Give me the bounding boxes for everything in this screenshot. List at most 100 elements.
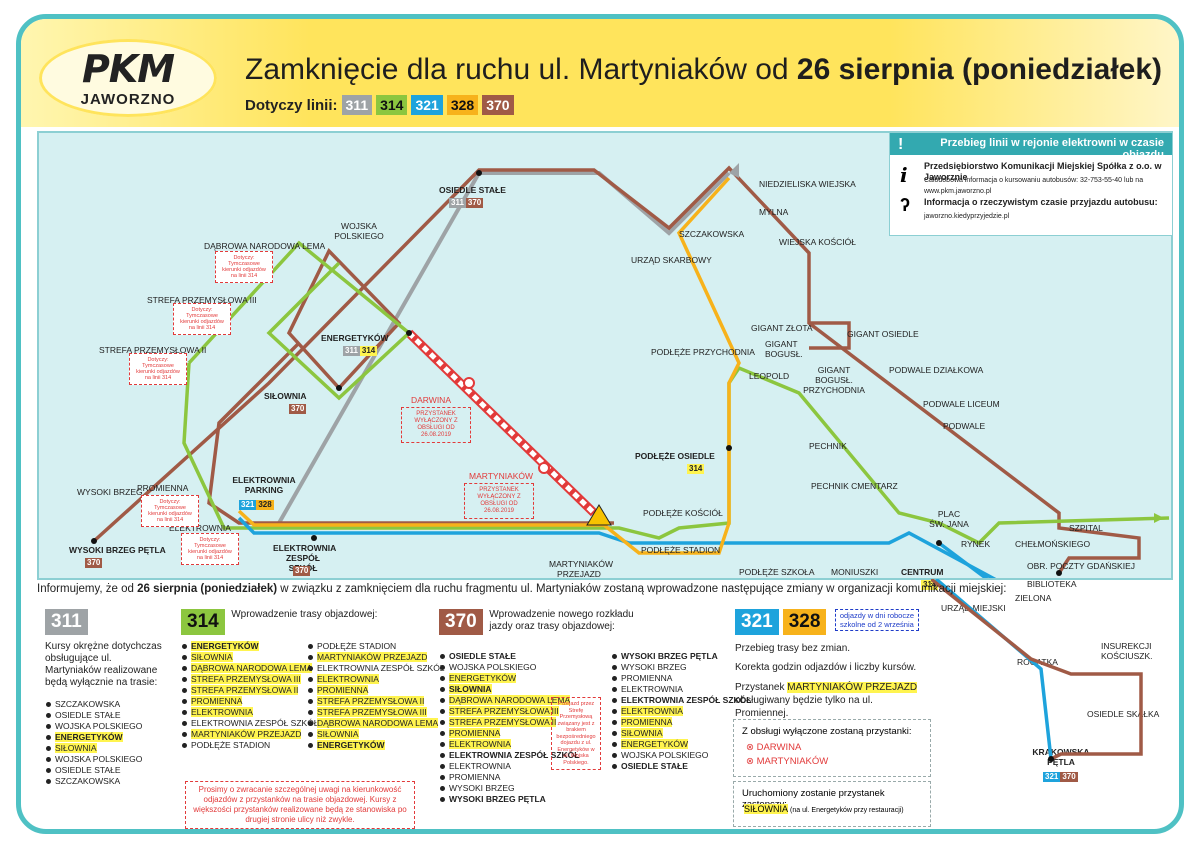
line-badge-321: 321 <box>411 95 443 115</box>
replacement-note: (na ul. Energetyków przy restauracji) <box>790 807 904 814</box>
header-banner: PKM JAWORZNO Zamknięcie dla ruchu ul. Ma… <box>21 19 1179 127</box>
text-311: Kursy okrężne dotychczas obsługujące ul.… <box>45 641 162 688</box>
temp-note-2: Dotyczy: Tymczasowe kierunki odjazdów na… <box>173 303 231 335</box>
warning-314: Prosimy o zwracanie szczególnej uwagi na… <box>185 781 415 829</box>
stop-wysoki-brzeg: WYSOKI BRZEG <box>77 487 143 497</box>
stop-strefa-ii: STREFA PRZEMYSŁOWA II <box>99 345 207 355</box>
temp-note-5: Dotyczy: Tymczasowe kierunki odjazdów na… <box>181 533 239 565</box>
arrow-right-icon <box>1154 513 1164 523</box>
route-map: Przebieg linii w rejonie elektrowni w cz… <box>37 131 1173 603</box>
stop-szpital: SZPITAL <box>1069 523 1103 533</box>
exclamation-icon: ! <box>898 136 904 153</box>
stop-moniuszki: MONIUSZKI <box>831 567 879 577</box>
stop-strefa-iii: STREFA PRZEMYSŁOWA III <box>147 295 257 305</box>
logo-text: PKM <box>81 47 175 91</box>
stop-pechnik: PECHNIK <box>809 441 847 451</box>
list-314-b: PODŁĘŻE STADION MARTYNIAKÓW PRZEJAZD ELE… <box>305 641 445 751</box>
badge-311: 311 <box>45 609 88 635</box>
line-321-path <box>237 516 997 578</box>
excluded-martyniakow: MARTYNIAKÓW <box>756 756 829 767</box>
stop-martyniakow-przejazd: MARTYNIAKÓW PRZEJAZD <box>549 559 614 579</box>
title-main: Zamknięcie dla ruchu ul. Martyniaków od <box>245 53 797 86</box>
stop-gigant-bogusl: GIGANT BOGUSŁ. <box>765 339 803 359</box>
stop-plac-sw-jana: PLAC ŚW. JANA <box>929 509 969 529</box>
stop-promienna: PROMIENNA <box>137 483 189 493</box>
page-title: Zamknięcie dla ruchu ul. Martyniaków od … <box>245 53 1162 87</box>
closed-street <box>407 331 596 515</box>
stop-podleze-szkola: PODŁĘŻE SZKOŁA <box>739 567 815 577</box>
stop-elektrownia-parking: ELEKTROWNIA PARKING <box>232 475 296 495</box>
line-314-path <box>187 240 412 401</box>
list-314-a: ENERGETYKÓW SIŁOWNIA DĄBROWA NARODOWA LE… <box>179 641 319 751</box>
info-icon: i <box>900 163 908 187</box>
stop-mylna: MYLNA <box>759 207 789 217</box>
stop-wiejska-kosciol: WIEJSKA KOŚCIÓŁ <box>779 237 856 247</box>
stop-urzad-skarbowy: URZĄD SKARBOWY <box>631 255 712 265</box>
map-legend: Przebieg linii w rejonie elektrowni w cz… <box>889 133 1172 236</box>
closed-stop-icon: ⊗ <box>746 756 754 767</box>
school-note: odjazdy w dni robocze szkolne od 2 wrześ… <box>834 609 919 631</box>
stop-elektrownia: ELEKTROWNIA <box>169 523 231 533</box>
badge-321: 321 <box>735 609 779 635</box>
stop-silownia: SIŁOWNIA <box>264 391 307 401</box>
badge-314: 314 <box>181 609 225 635</box>
line-badge-311: 311 <box>341 95 373 115</box>
closed-stop-darwina-icon <box>463 377 475 389</box>
stop-podleze-stadion: PODŁĘŻE STADION <box>641 545 721 555</box>
section-370: 370 Wprowadzenie nowego rozkładu jazdy o… <box>439 609 699 635</box>
closed-stop-martyniakow-icon <box>538 462 550 474</box>
stop-podleze-przychodnia: PODŁĘŻE PRZYCHODNIA <box>651 347 755 357</box>
stop-energetykow: ENERGETYKÓW <box>321 333 389 343</box>
stop-podwale-dzialkowa: PODWALE DZIAŁKOWA <box>889 365 984 375</box>
line-badge-370: 370 <box>482 95 514 115</box>
excluded-box: Z obsługi wyłączone zostaną przystanki: … <box>733 719 931 777</box>
stop-pechnik-cmentarz: PECHNIK CMENTARZ <box>811 481 898 491</box>
stop-niedzieliska: NIEDZIELISKA WIEJSKA <box>759 179 856 189</box>
stop-krakowska: KRAKOWSKA PĘTLA <box>1032 747 1090 767</box>
temp-note-3: Dotyczy: Tymczasowe kierunki odjazdów na… <box>129 353 187 385</box>
text-370: Wprowadzenie nowego rozkładu jazdy oraz … <box>489 609 634 632</box>
excluded-title: Z obsługi wyłączone zostaną przystanki: <box>742 726 912 737</box>
pkm-logo: PKM JAWORZNO <box>39 39 217 117</box>
clock-stop-icon: ʔ <box>900 195 911 215</box>
line-badge-328: 328 <box>446 95 479 115</box>
stop-zielona: ZIELONA <box>1015 593 1052 603</box>
stop-dabrowa-lema: DĄBROWA NARODOWA LEMA <box>204 241 326 251</box>
line-328-path <box>237 176 741 555</box>
darwina-closed-note: PRZYSTANEK WYŁĄCZONY Z OBSŁUGI OD 26.08.… <box>401 407 471 443</box>
intro-text: Informujemy, że od 26 sierpnia (poniedzi… <box>37 583 1007 595</box>
list-370-b: WYSOKI BRZEG PĘTLA WYSOKI BRZEG PROMIENN… <box>609 651 752 772</box>
line-370-path <box>92 165 1141 574</box>
logo-city: JAWORZNO <box>80 91 176 108</box>
map-lines-continuation <box>931 579 1143 762</box>
stop-osiedle-stale: OSIEDLE STAŁE <box>439 185 506 195</box>
stop-podleze-kosciol: PODŁĘŻE KOŚCIÓŁ <box>643 508 723 518</box>
martyniakow-closed-note: PRZYSTANEK WYŁĄCZONY Z OBSŁUGI OD 26.08.… <box>464 483 534 519</box>
stop-podleze-osiedle: PODŁĘŻE OSIEDLE <box>635 451 715 461</box>
section-311: 311 Kursy okrężne dotychczas obsługujące… <box>45 609 165 689</box>
temp-note-4: Dotyczy: Tymczasowe kierunki odjazdów na… <box>141 495 199 527</box>
text-321-2: Korekta godzin odjazdów i liczby kursów. <box>735 662 917 673</box>
replacement-box: Uruchomiony zostanie przystanek zastępcz… <box>733 781 931 827</box>
legend-company-info: Całodobowa informacja o kursowaniu autob… <box>924 177 1144 195</box>
text-314: Wprowadzenie trasy objazdowej: <box>231 609 378 620</box>
replacement-stop: SIŁOWNIA <box>744 804 788 814</box>
section-314: 314 Wprowadzenie trasy objazdowej: <box>181 609 431 635</box>
stop-biblioteka: BIBLIOTEKA <box>1027 579 1077 589</box>
title-date: 26 sierpnia (poniedziałek) <box>796 53 1163 86</box>
stop-chelmonskiego: CHEŁMOŃSKIEGO <box>1015 539 1091 549</box>
stop-insurekcji: INSUREKCJI KOŚCIUSZK. <box>1101 641 1153 661</box>
affected-lines: Dotyczy linii: 311 314 321 328 370 <box>245 95 514 115</box>
stop-szczakowska: SZCZAKOWSKA <box>679 229 745 239</box>
note-370: Przejazd przez Strefę Przemysłową związa… <box>551 697 601 770</box>
stop-rynek: RYNEK <box>961 539 991 549</box>
stop-gigant-osiedle: GIGANT OSIEDLE <box>847 329 919 339</box>
badge-328: 328 <box>782 609 827 635</box>
stop-urzad-miejski: URZĄD MIEJSKI <box>941 603 1006 613</box>
stop-leopold: LEOPOLD <box>749 371 790 381</box>
legend-title: Przebieg linii w rejonie elektrowni w cz… <box>890 133 1172 161</box>
stop-obr-poczty: OBR. POCZTY GDAŃSKIEJ <box>1027 561 1136 571</box>
list-370-a: OSIEDLE STAŁE WOJSKA POLSKIEGO ENERGETYK… <box>437 651 580 805</box>
stop-osiedle-skalka: OSIEDLE SKAŁKA <box>1087 709 1160 719</box>
arrow-up-icon <box>729 163 739 178</box>
